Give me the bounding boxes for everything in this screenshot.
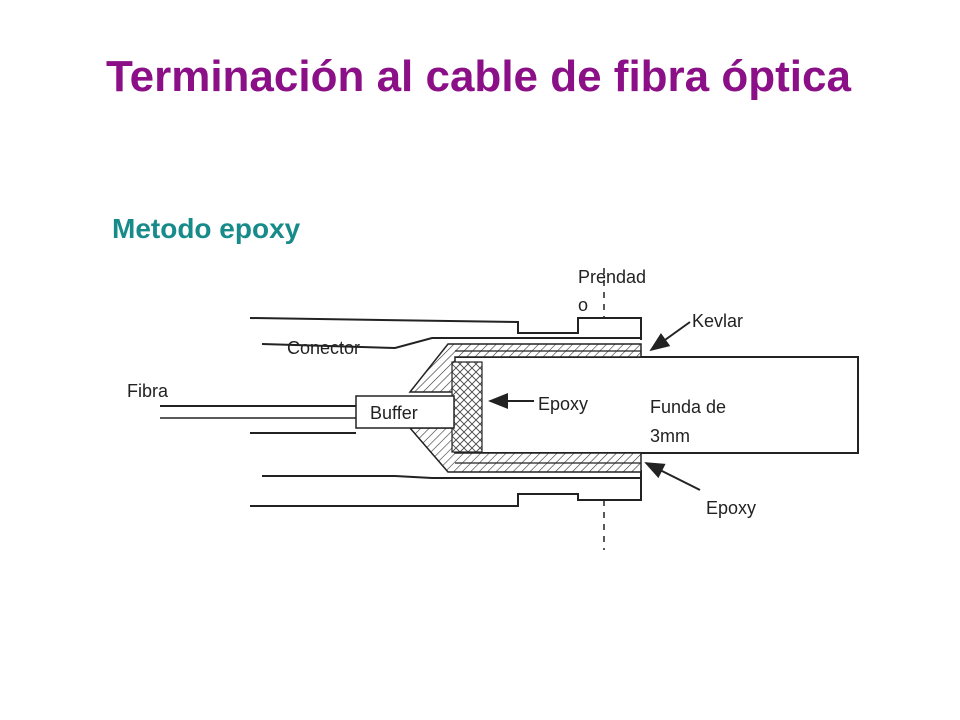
label-funda-line2: 3mm [650, 426, 690, 446]
connector-body-top [249, 317, 642, 340]
epoxy-fill-bottom [408, 427, 642, 473]
label-buffer: Buffer [370, 403, 418, 423]
label-epoxy-inner: Epoxy [538, 394, 588, 414]
label-epoxy-outer: Epoxy [706, 498, 756, 518]
label-fibra: Fibra [127, 381, 169, 401]
slide-title: Terminación al cable de fibra óptica [106, 52, 851, 101]
label-prendado-line1: Prendad [578, 267, 646, 287]
label-funda-line1: Funda de [650, 397, 726, 417]
connector-taper-bottom [262, 475, 641, 479]
slide-subtitle: Metodo epoxy [112, 213, 301, 244]
label-prendado-line2: o [578, 295, 588, 315]
ferrule-bore [160, 405, 356, 434]
kevlar-arrow [649, 321, 691, 352]
connector-taper-top [261, 337, 641, 350]
label-conector: Conector [287, 338, 360, 358]
cable-jacket [455, 356, 859, 454]
connector-body-bottom [250, 470, 642, 507]
kevlar-region [451, 361, 483, 453]
label-kevlar: Kevlar [692, 311, 743, 331]
epoxy-outer-arrow [644, 462, 701, 491]
buffer-box [355, 395, 455, 429]
